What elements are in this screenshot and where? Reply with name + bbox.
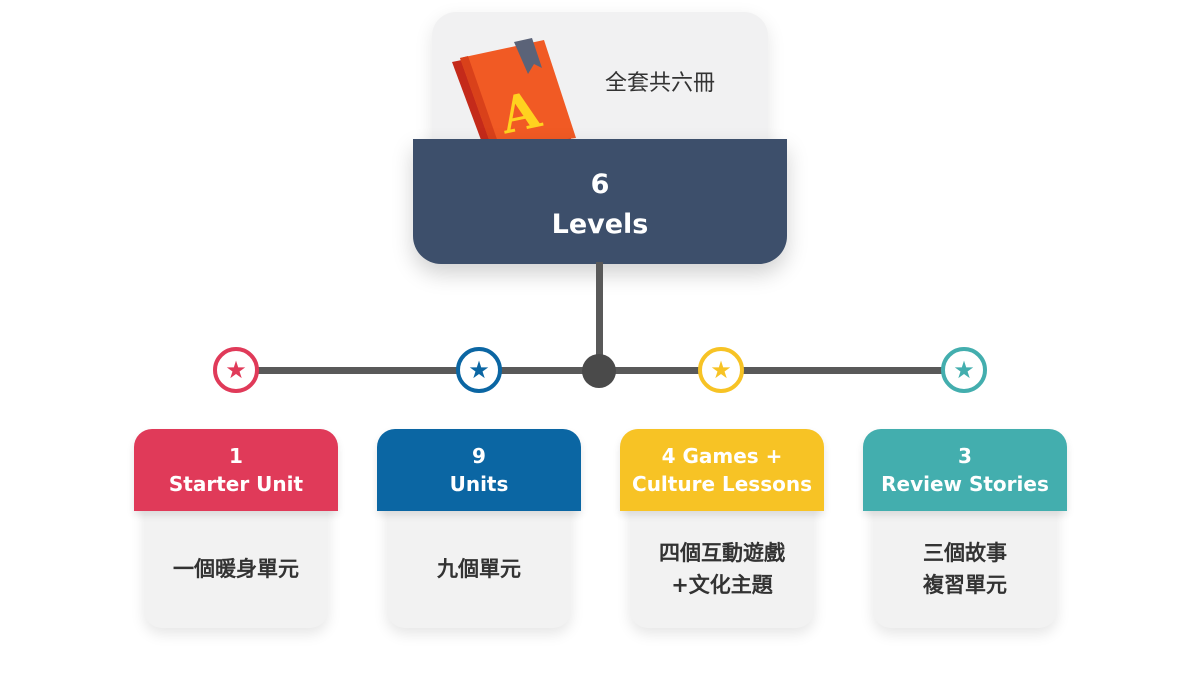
levels-box: 6 Levels [413, 139, 787, 264]
star-icon: ★ [213, 347, 259, 393]
card-header-units: 9 Units [377, 429, 581, 511]
card-body-units: 九個單元 [387, 490, 571, 628]
vertical-connector [596, 262, 603, 372]
card-body-line: 九個單元 [437, 557, 521, 581]
levels-label: Levels [551, 209, 649, 240]
card-body-line: 複習單元 [923, 573, 1007, 597]
card-header-line: Starter Unit [168, 472, 304, 496]
connector-hub [582, 354, 616, 388]
card-body-line: +文化主題 [671, 573, 773, 597]
card-body-starter: 一個暖身單元 [144, 490, 328, 628]
card-body-line: 三個故事 [923, 541, 1007, 565]
card-header-line: 4 Games + [661, 444, 783, 468]
card-header-line: Culture Lessons [632, 472, 812, 496]
card-header-line: Units [449, 472, 509, 496]
card-header-stories: 3 Review Stories [863, 429, 1067, 511]
star-icon: ★ [941, 347, 987, 393]
card-header-line: 1 [229, 444, 243, 468]
top-caption: 全套共六冊 [604, 71, 715, 96]
card-header-line: 9 [472, 444, 486, 468]
card-body-games: 四個互動遊戲 +文化主題 [630, 490, 814, 628]
card-header-starter: 1 Starter Unit [134, 429, 338, 511]
card-header-line: 3 [958, 444, 972, 468]
book-icon: A [452, 38, 576, 148]
star-icon: ★ [456, 347, 502, 393]
card-header-games: 4 Games + Culture Lessons [620, 429, 824, 511]
card-body-line: 四個互動遊戲 [659, 541, 785, 565]
card-body-stories: 三個故事 複習單元 [873, 490, 1057, 628]
star-icon: ★ [698, 347, 744, 393]
levels-count: 6 [590, 169, 610, 200]
card-header-line: Review Stories [881, 472, 1049, 496]
card-body-line: 一個暖身單元 [173, 557, 299, 581]
